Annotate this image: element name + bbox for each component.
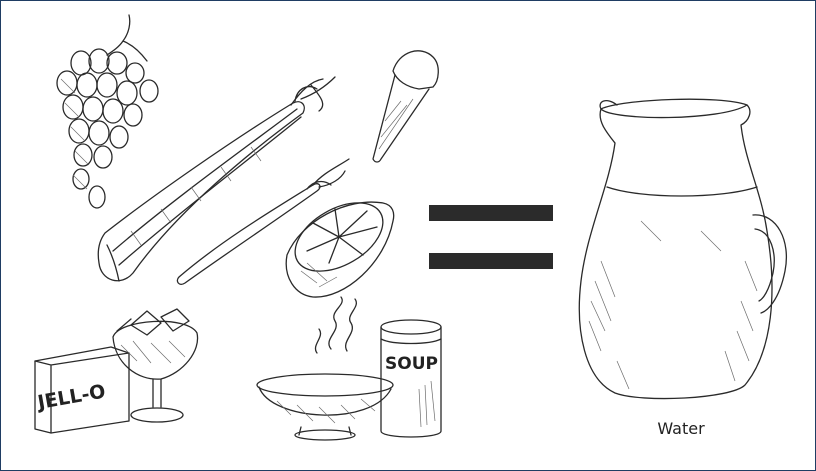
water-caption: Water [621,419,741,438]
ice-cream-cone-icon [373,51,438,162]
soup-can-icon: SOUP [381,320,441,437]
grapes-icon [57,15,158,208]
jello-dish-icon [113,309,198,422]
equals-sign-icon [429,205,553,269]
soup-bowl-icon [257,297,393,440]
lemon-half-icon [283,189,394,297]
celery-icon [98,77,349,284]
jello-box-icon: JELL-O [34,347,129,433]
soup-can-label: SOUP [385,354,438,374]
water-pitcher-icon [579,99,786,398]
jello-box-label: JELL-O [34,380,107,414]
